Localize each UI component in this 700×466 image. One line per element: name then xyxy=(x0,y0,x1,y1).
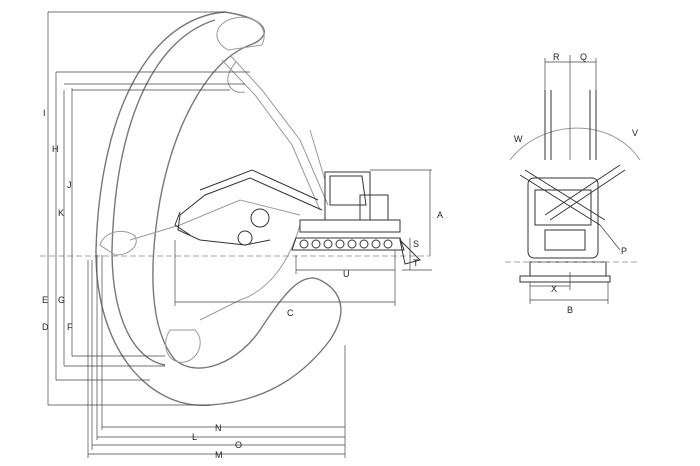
label-Q: Q xyxy=(580,52,587,62)
label-A: A xyxy=(437,210,443,220)
label-N: N xyxy=(215,423,222,433)
main-boom-arm xyxy=(174,169,323,246)
label-F: F xyxy=(67,322,73,332)
label-E: E xyxy=(42,295,48,305)
label-G: G xyxy=(58,295,65,305)
label-S: S xyxy=(413,239,419,249)
label-T: T xyxy=(413,258,419,268)
arm-top-reach xyxy=(216,16,329,211)
label-L: L xyxy=(192,432,197,442)
right-dimension-lines xyxy=(370,169,432,271)
label-H: H xyxy=(52,144,59,154)
label-J: J xyxy=(67,180,72,190)
vertical-dimension-lines xyxy=(47,11,250,406)
track-rollers xyxy=(299,239,393,249)
label-I: I xyxy=(43,108,46,118)
label-M: M xyxy=(215,450,223,460)
label-D: D xyxy=(42,322,49,332)
label-R: R xyxy=(553,52,560,62)
arm-ground-reach xyxy=(99,199,301,256)
label-B: B xyxy=(567,305,573,315)
label-C: C xyxy=(287,308,294,318)
label-P: P xyxy=(621,246,627,256)
front-view-dimension-lines xyxy=(529,55,621,304)
label-X: X xyxy=(551,284,557,294)
horizontal-dimension-lines xyxy=(87,240,396,458)
arm-deep-dig xyxy=(165,224,301,363)
inner-reach-envelope xyxy=(111,19,216,366)
excavator-side-view xyxy=(291,171,421,265)
label-U: U xyxy=(343,269,350,279)
label-V: V xyxy=(632,128,638,138)
boom-swing-arc xyxy=(509,127,641,161)
excavator-front-view xyxy=(505,90,641,283)
label-W: W xyxy=(514,134,523,144)
dimension-labels: A B C D E F G H I J K L M N O P Q R S T … xyxy=(42,52,638,460)
label-K: K xyxy=(58,208,64,218)
label-O: O xyxy=(235,440,242,450)
